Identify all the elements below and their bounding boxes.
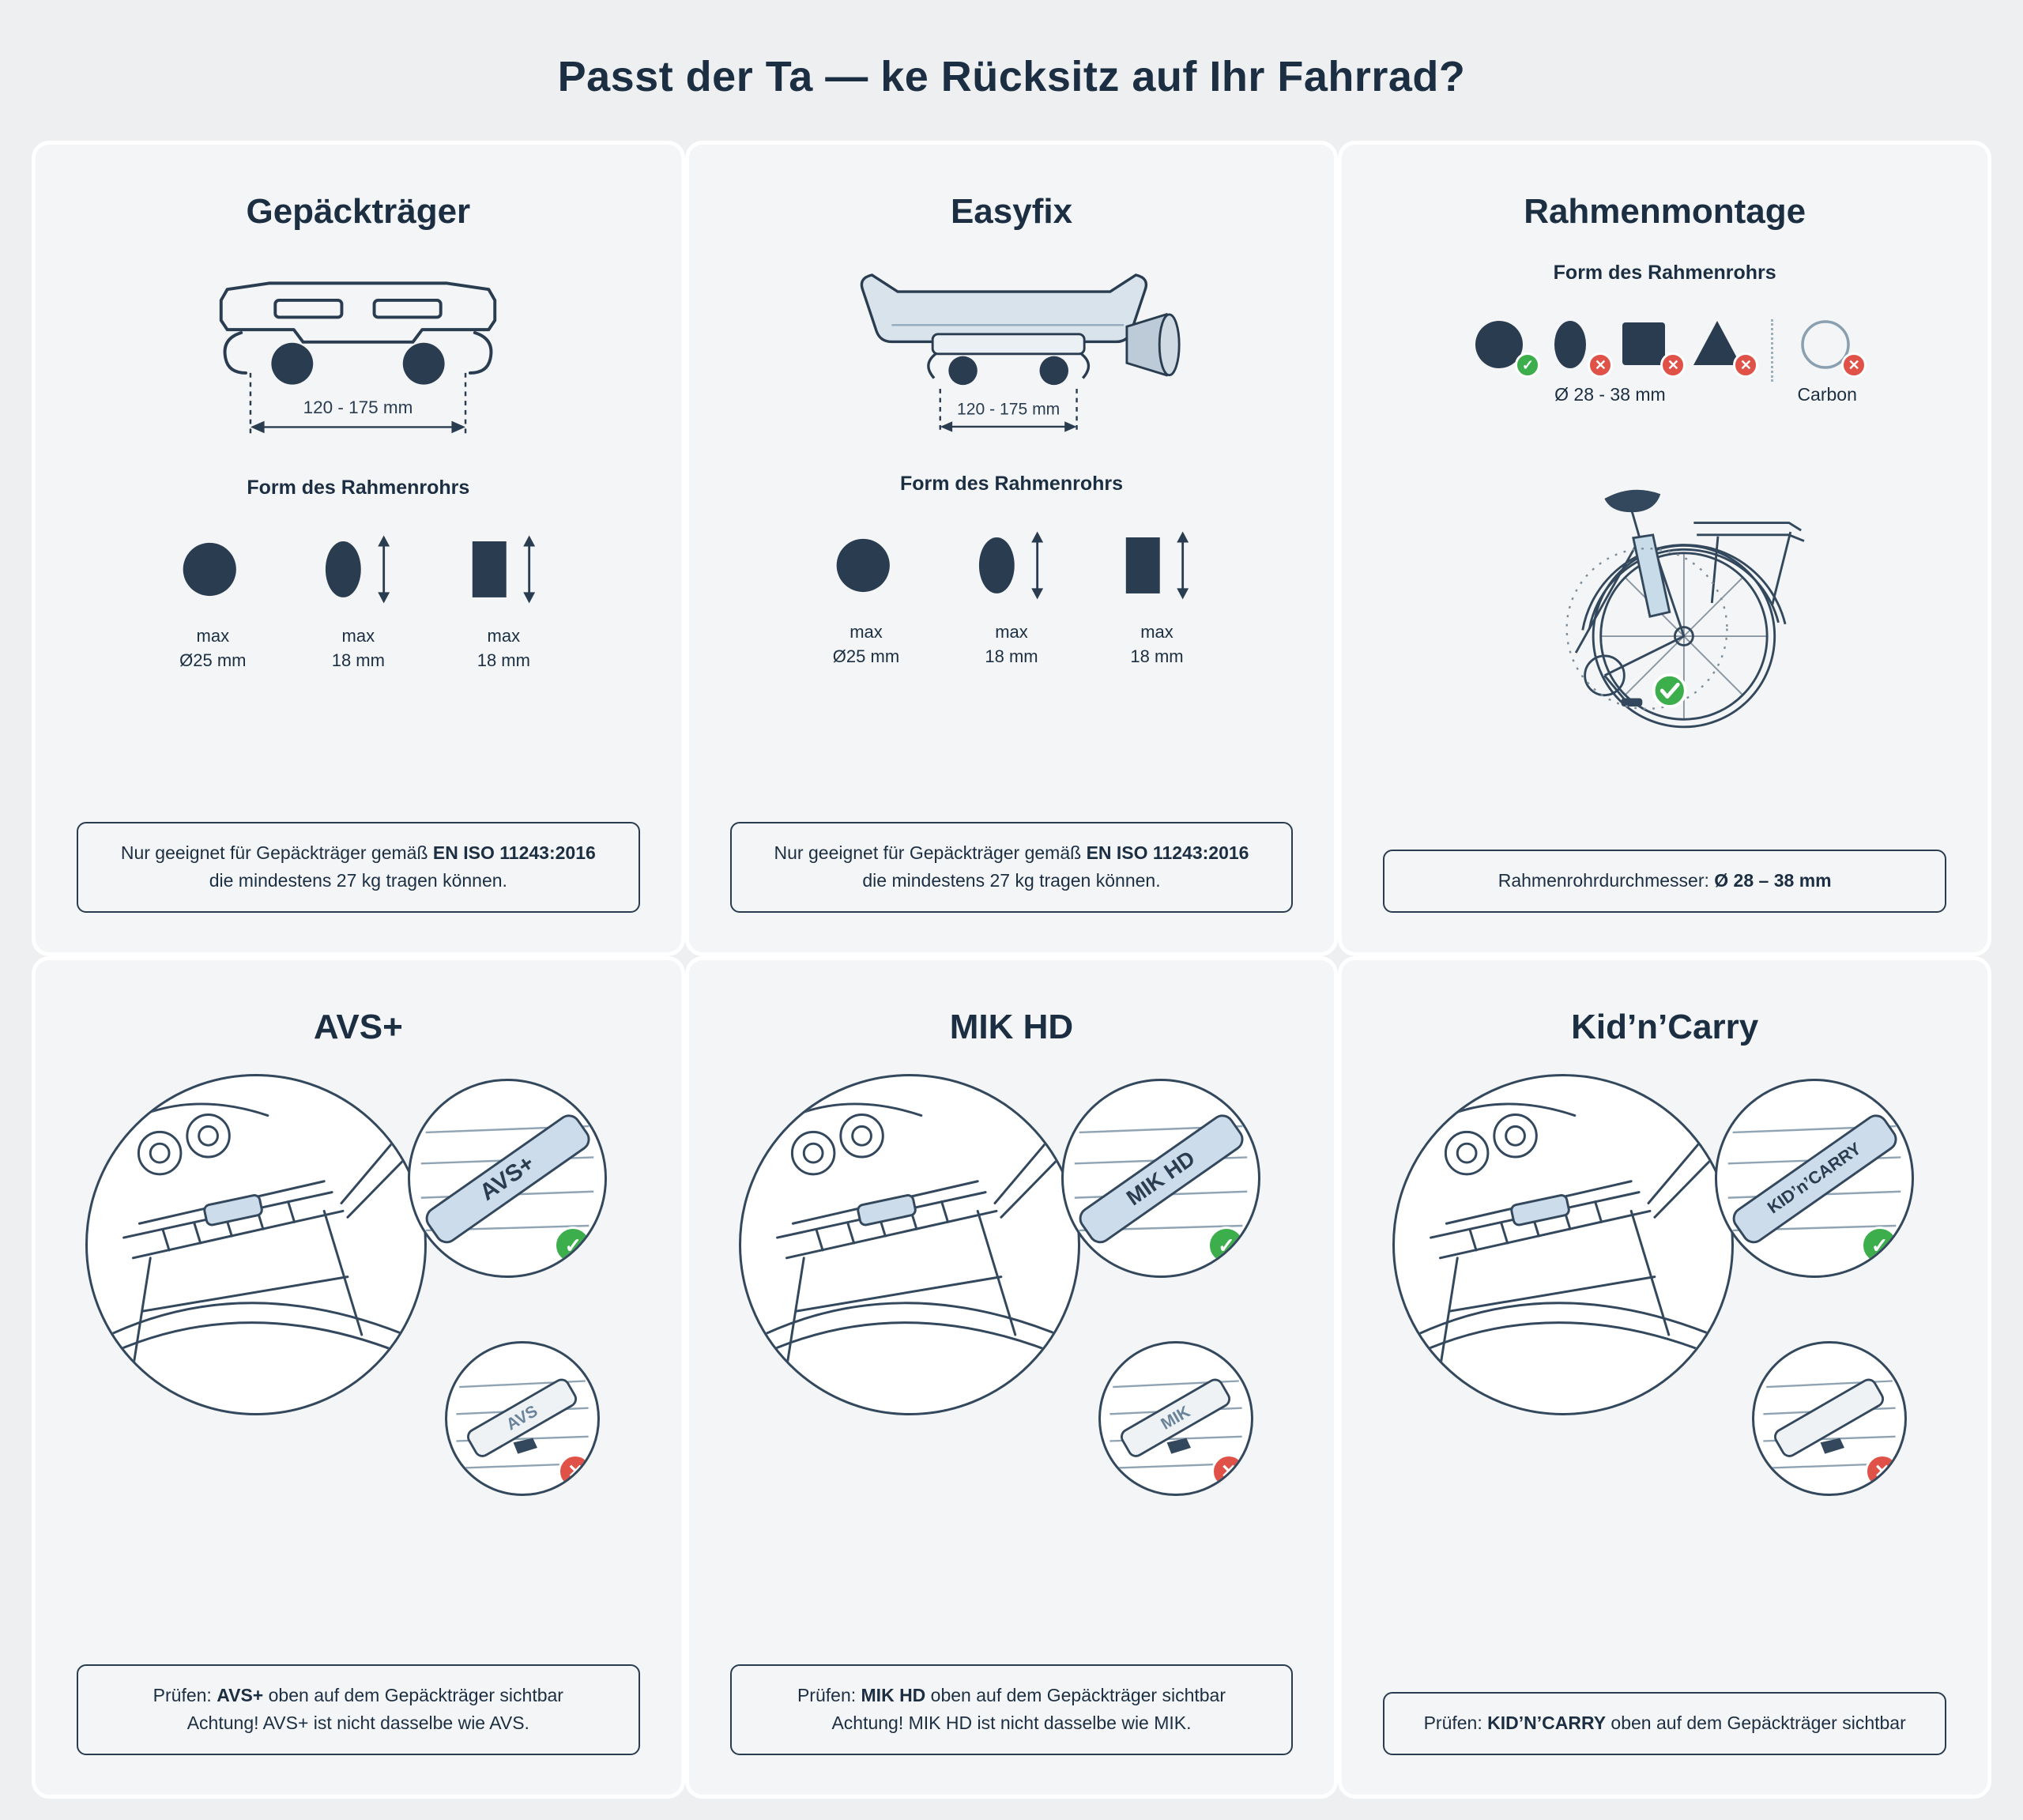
cross-icon: ✕ (1211, 1454, 1246, 1489)
shape-oval-bad: ✕ (1545, 316, 1614, 378)
carbon-label: Carbon (1797, 384, 1857, 405)
cross-icon: ✕ (1660, 352, 1686, 378)
frame-tube-shapes: ✓ ✕ ✕ ✕ Ø 28 - 38 mm (1472, 316, 1867, 405)
check-icon (1652, 673, 1687, 708)
note-box: Prüfen: AVS+ oben auf dem Gepäckträger s… (77, 1664, 640, 1755)
tube-shape-heading: Form des Rahmenrohrs (247, 477, 470, 499)
tube-shape-round: max Ø25 mm (168, 526, 257, 673)
tube-shape-rect: max 18 mm (459, 526, 548, 673)
cross-icon: ✕ (1733, 352, 1759, 378)
note-box: Nur geeignet für Gepäckträger gemäß EN I… (77, 821, 640, 913)
dimension-label: 120 - 175 mm (957, 401, 1060, 419)
detail-bad-circle: MIK ✕ (1098, 1341, 1253, 1496)
check-icon: ✓ (1515, 352, 1541, 378)
dotted-divider (1771, 319, 1774, 382)
card-rahmenmontage: Rahmenmontage Form des Rahmenrohrs ✓ ✕ ✕ (1338, 141, 1991, 956)
rack-overview-circle (1392, 1074, 1734, 1415)
metal-tube-group: ✓ ✕ ✕ ✕ Ø 28 - 38 mm (1472, 316, 1759, 405)
kidncarry-illustration: KID’n’CARRY ✓ ✕ (1392, 1074, 1938, 1564)
bike-frame-illustration (1491, 426, 1839, 748)
shape-triangle-bad: ✕ (1690, 316, 1759, 378)
cross-icon: ✕ (1588, 352, 1614, 378)
card-title-gepaecktraeger: Gepäckträger (246, 192, 471, 231)
detail-ok-circle: AVS+ ✓ (408, 1079, 608, 1278)
easyfix-illustration: 120 - 175 mm (822, 255, 1201, 449)
shape-round-ok: ✓ (1472, 316, 1541, 378)
shape-label: max 18 mm (985, 622, 1038, 666)
tube-shape-oval: max 18 mm (314, 526, 402, 673)
check-icon: ✓ (1860, 1227, 1899, 1264)
detail-ok-circle: MIK HD ✓ (1060, 1079, 1260, 1278)
circle-shape-icon (836, 538, 890, 593)
shape-label: max 18 mm (331, 626, 385, 670)
card-easyfix: Easyfix 120 - 175 mm (684, 141, 1339, 956)
card-kidncarry: Kid’n’Carry KID’n’CARRY ✓ ✕ (1338, 956, 1991, 1799)
note-box: Rahmenrohrdurchmesser: Ø 28 – 38 mm (1383, 850, 1946, 913)
shape-label: max 18 mm (1130, 622, 1184, 666)
tube-shape-heading: Form des Rahmenrohrs (1553, 262, 1776, 284)
detail-ok-circle: KID’n’CARRY ✓ (1714, 1079, 1914, 1278)
detail-bad-circle: ✕ (1751, 1341, 1907, 1496)
mik-illustration: MIK HD ✓ MIK ✕ (738, 1074, 1284, 1564)
avs-illustration: AVS+ ✓ AVS ✕ (85, 1074, 631, 1564)
shape-square-bad: ✕ (1618, 316, 1686, 378)
detail-bad-circle: AVS ✕ (445, 1341, 601, 1496)
cross-icon: ✕ (1841, 352, 1867, 378)
card-gepaecktraeger: Gepäckträger 120 - 1 (32, 141, 685, 956)
rect-shape-icon (1125, 531, 1189, 600)
note-box: Nur geeignet für Gepäckträger gemäß EN I… (729, 821, 1294, 913)
rack-overview-circle (738, 1074, 1080, 1415)
card-grid: Gepäckträger 120 - 1 (32, 141, 1991, 1799)
tube-shape-rect: max 18 mm (1113, 522, 1201, 669)
ellipse-shape-icon (978, 531, 1044, 600)
shape-label: max 18 mm (477, 626, 530, 670)
page-title: Passt der Ta — ke Rücksitz auf Ihr Fahrr… (557, 53, 1466, 100)
tube-shape-round: max Ø25 mm (822, 522, 910, 669)
shape-label: max Ø25 mm (179, 626, 247, 670)
carbon-group: ✕ Carbon (1797, 316, 1867, 405)
rack-clamp-illustration: 120 - 175 mm (176, 255, 540, 453)
card-title-kidncarry: Kid’n’Carry (1571, 1008, 1759, 1046)
card-title-mik-hd: MIK HD (949, 1008, 1074, 1046)
tube-shapes-row: max Ø25 mm max 18 mm (168, 526, 548, 673)
ellipse-shape-icon (326, 535, 390, 604)
card-avs: AVS+ AVS+ ✓ AVS ✕ (32, 956, 685, 1799)
card-title-avs: AVS+ (313, 1008, 403, 1046)
tube-shapes-row: max Ø25 mm max 18 mm (822, 522, 1201, 669)
card-title-rahmenmontage: Rahmenmontage (1524, 192, 1806, 231)
check-icon: ✓ (1207, 1227, 1245, 1264)
diameter-label: Ø 28 - 38 mm (1554, 384, 1666, 405)
circle-shape-icon (183, 542, 237, 597)
dimension-label: 120 - 175 mm (303, 398, 413, 417)
cross-icon: ✕ (558, 1454, 593, 1489)
card-title-easyfix: Easyfix (950, 192, 1073, 231)
card-mik-hd: MIK HD MIK HD ✓ MIK ✕ (684, 956, 1339, 1799)
tube-shape-heading: Form des Rahmenrohrs (899, 473, 1123, 495)
note-box: Prüfen: MIK HD oben auf dem Gepäckträger… (729, 1664, 1294, 1755)
shape-label: max Ø25 mm (832, 622, 900, 666)
check-icon: ✓ (554, 1227, 593, 1264)
rect-shape-icon (473, 535, 536, 604)
rack-overview-circle (85, 1074, 428, 1415)
tube-shape-oval: max 18 mm (967, 522, 1056, 669)
cross-icon: ✕ (1864, 1454, 1900, 1489)
note-box: Prüfen: KID’N’CARRY oben auf dem Gepäckt… (1383, 1692, 1946, 1755)
shape-carbon-bad: ✕ (1799, 316, 1867, 378)
